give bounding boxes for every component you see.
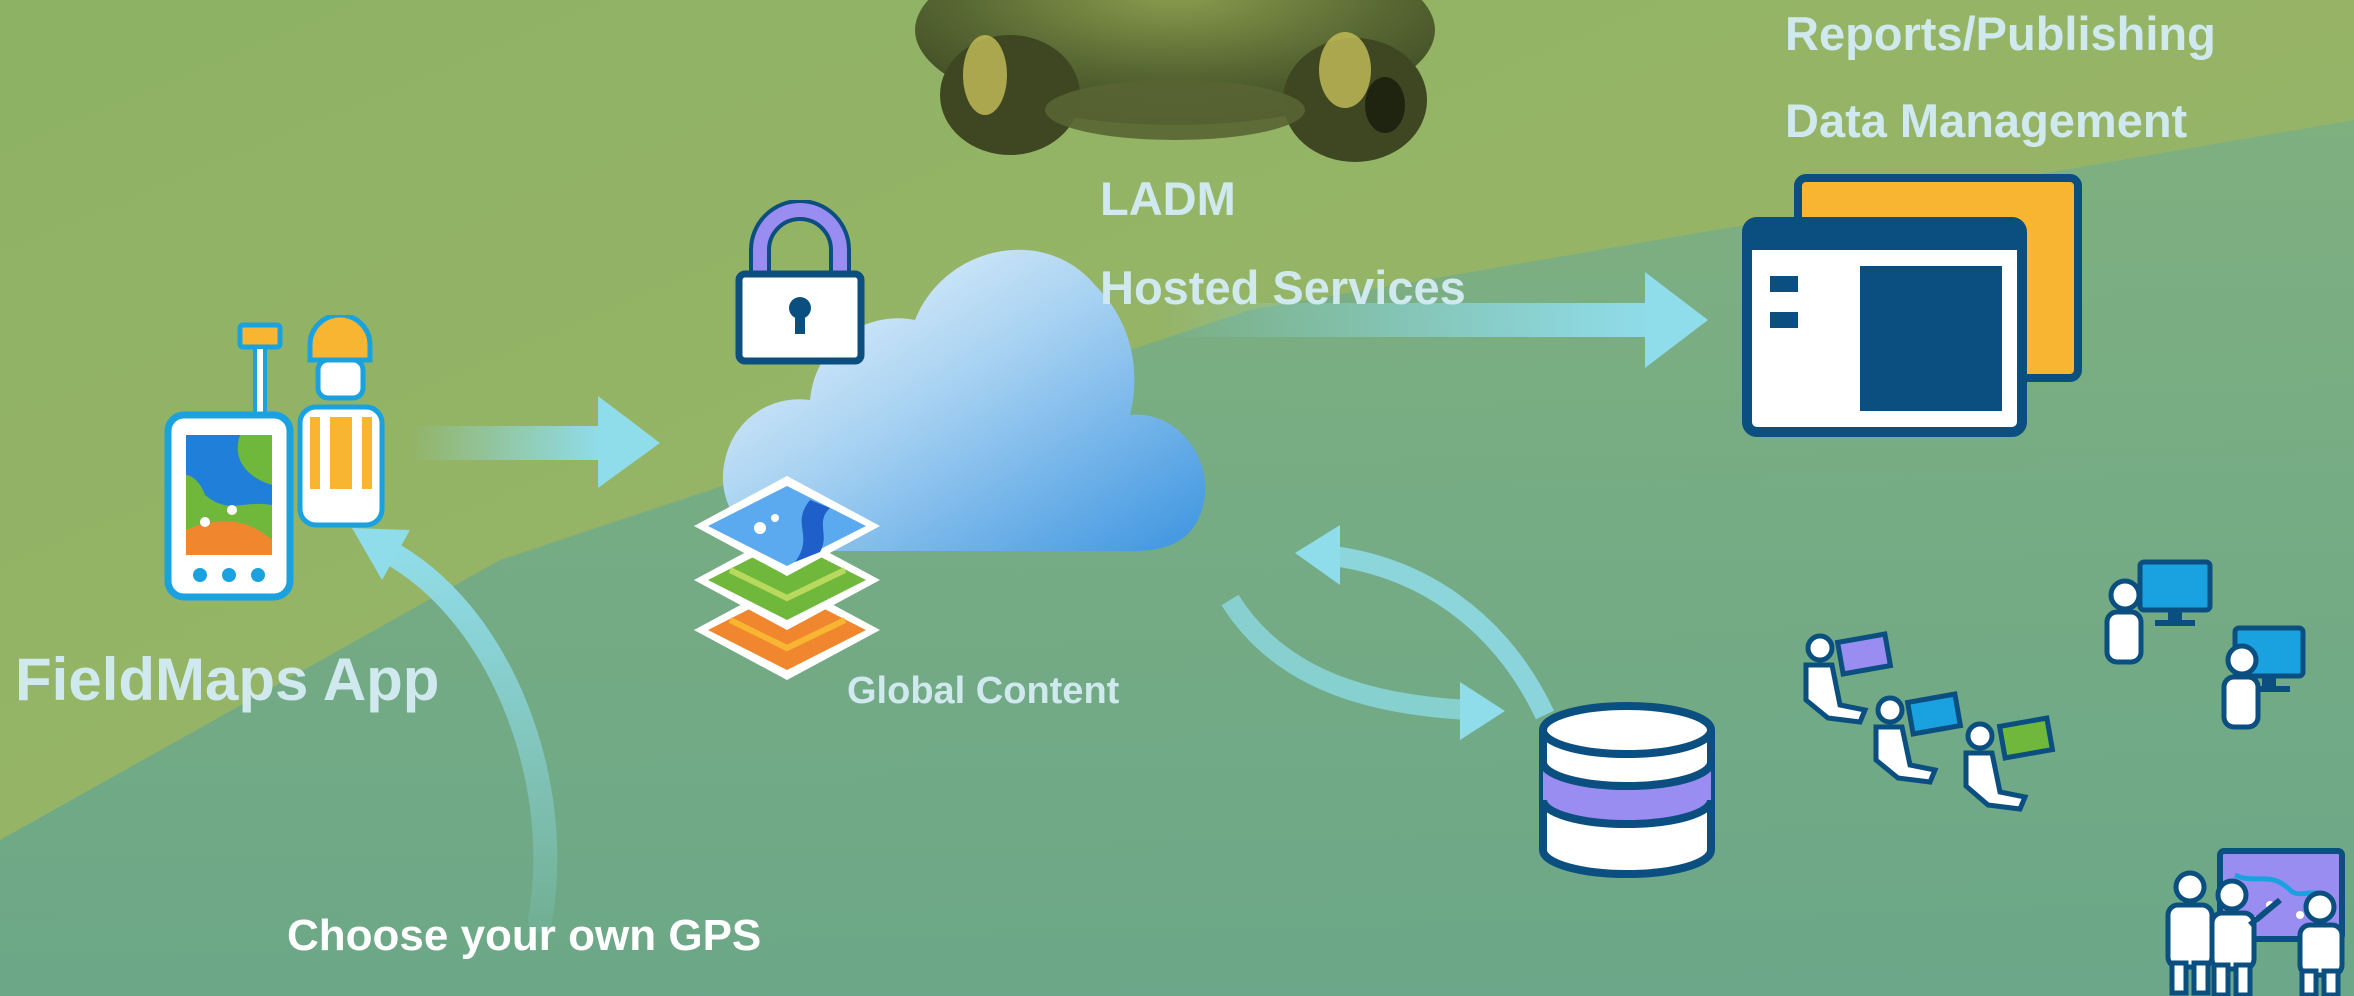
label-reports-publishing: Reports/Publishing [1785,7,2216,60]
map-layers-icon [694,476,880,680]
label-global-content: Global Content [847,670,1120,712]
label-hosted-services: Hosted Services [1100,261,1466,314]
label-ladm: LADM [1100,172,1236,225]
database-icon [1539,702,1715,878]
presentation-team-icon [2165,848,2345,996]
field-worker-gps-icon [164,315,385,601]
dashboard-window-icon [1742,174,2082,437]
label-choose-gps: Choose your own GPS [287,911,762,960]
arrow-cloud-to-dashboard [1160,272,1708,368]
cloud-icon [722,249,1206,552]
lock-icon [735,200,865,365]
label-data-management: Data Management [1785,94,2188,147]
arrow-fieldmaps-to-cloud [410,396,660,488]
arrow-database-to-cloud [1295,525,1555,720]
arrow-gps-to-fieldmaps [352,528,558,932]
office-workers-icon [1803,559,2306,812]
arrow-cloud-to-database [1221,594,1505,740]
frog-photo [915,0,1435,162]
label-fieldmaps-app: FieldMaps App [15,646,440,713]
